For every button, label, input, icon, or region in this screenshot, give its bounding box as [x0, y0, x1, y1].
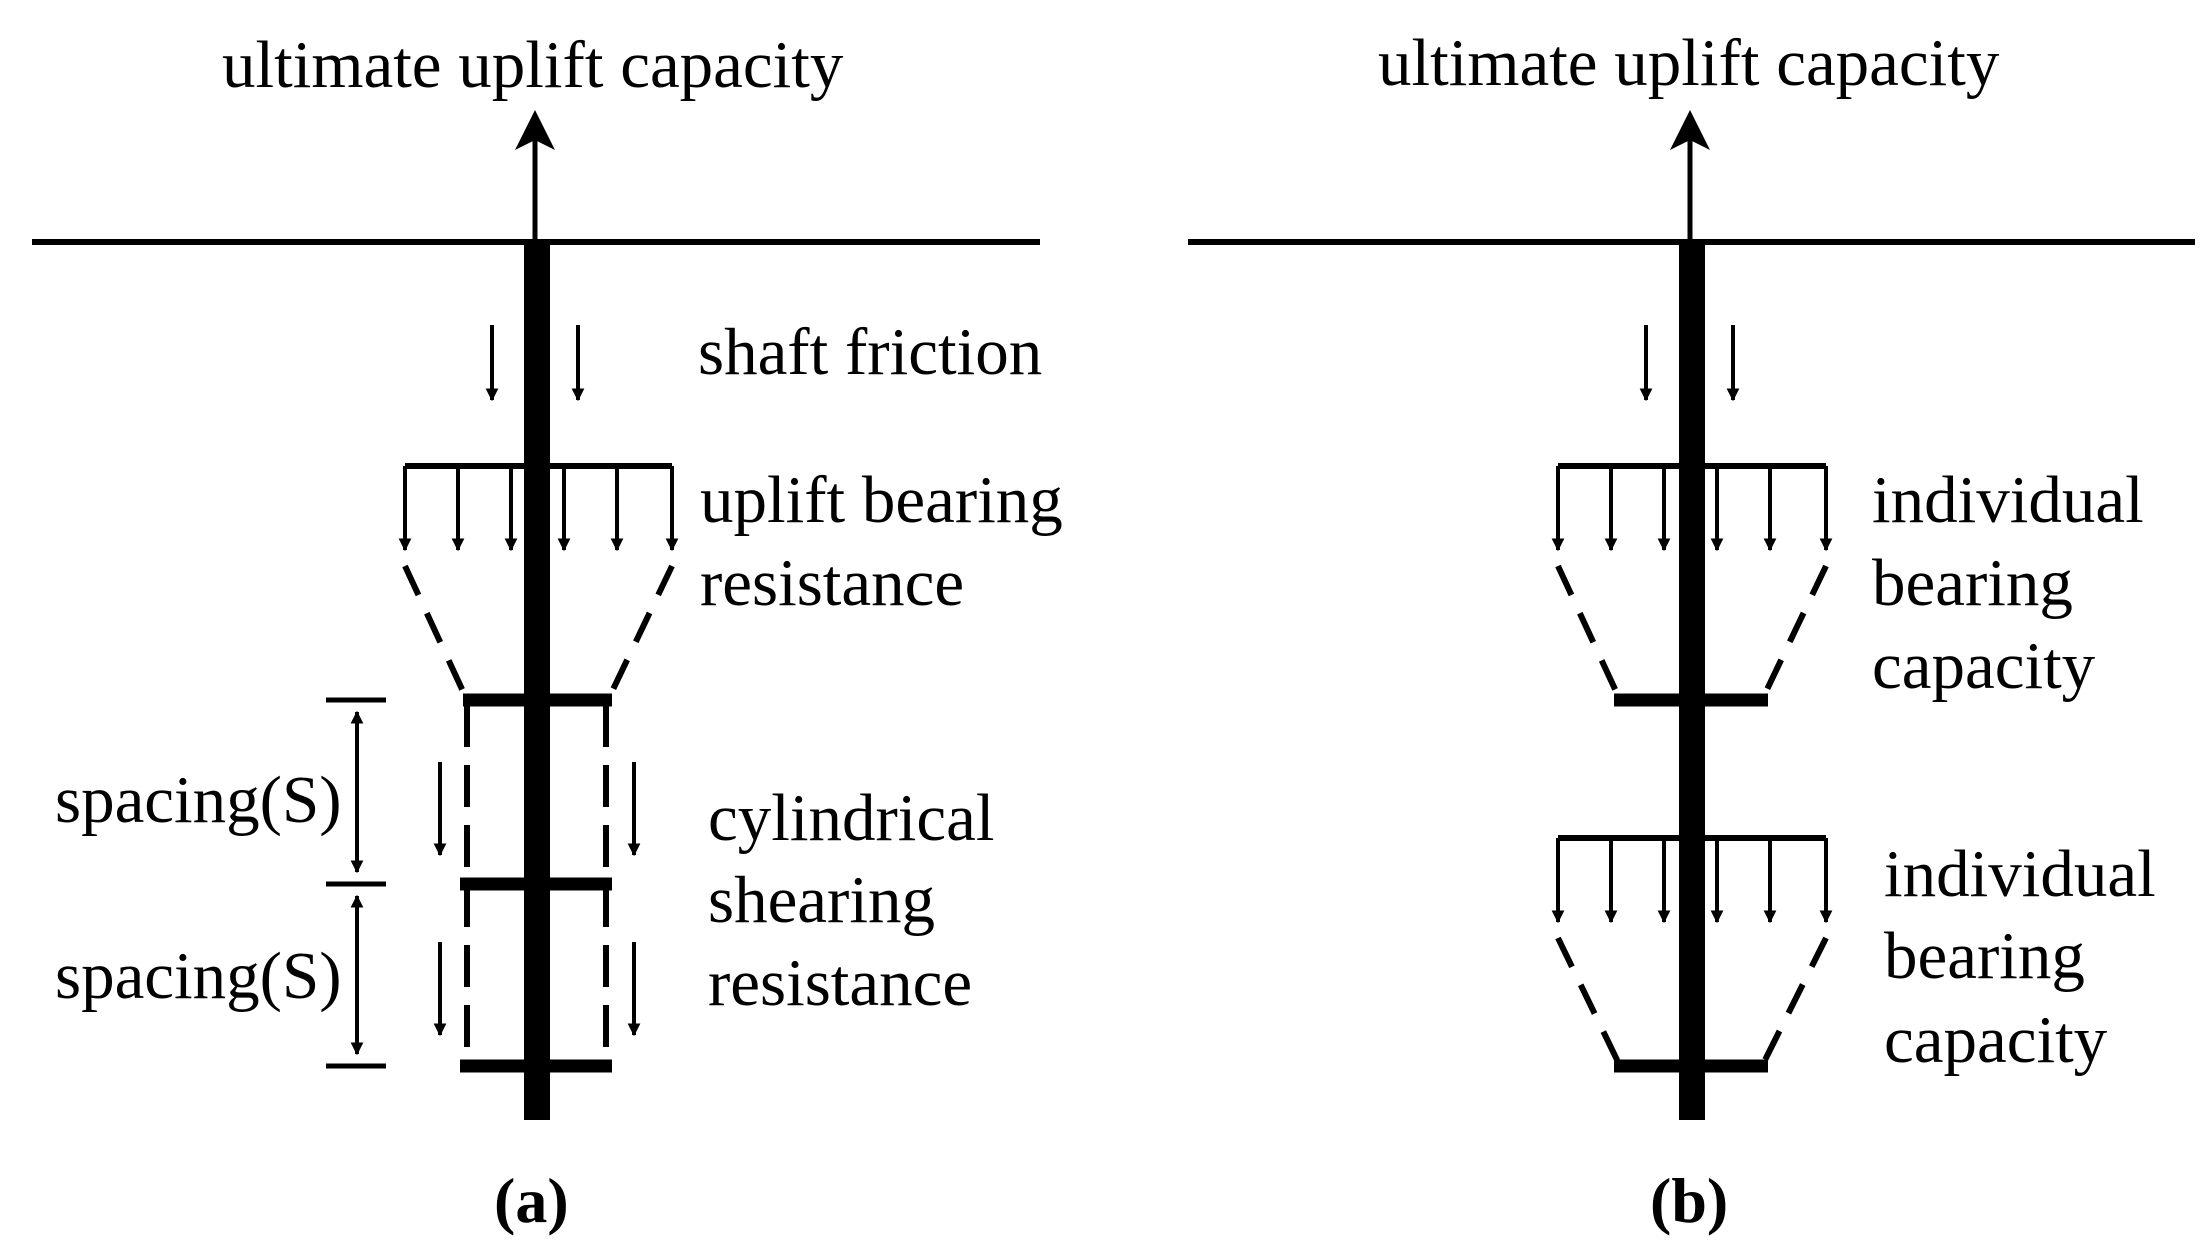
uplift-bearing-label-line1: uplift bearing	[700, 463, 1063, 537]
ultimate-uplift-capacity-label-b: ultimate uplift capacity	[1378, 26, 2000, 100]
shaft-friction-arrows-a	[485, 325, 585, 402]
lower-helix-load-b	[1551, 835, 1833, 924]
panel-a: ultimate uplift capacity shaft friction …	[32, 28, 1063, 1236]
shaft-friction-arrows-b	[1639, 325, 1740, 402]
upper-bearing-label-line2: bearing	[1872, 546, 2073, 620]
uplift-bearing-load-a	[398, 463, 679, 552]
spacing-label-lower: spacing(S)	[55, 939, 342, 1013]
upper-failure-cone-b	[1555, 564, 1829, 702]
shaft-friction-label: shaft friction	[698, 315, 1042, 389]
caption-a: (a)	[494, 1165, 569, 1236]
lower-bearing-label-line2: bearing	[1884, 919, 2085, 993]
cylindrical-label-line3: resistance	[708, 946, 972, 1020]
cylindrical-shear-arrows-a	[433, 762, 641, 1037]
spacing-label-upper: spacing(S)	[55, 763, 342, 837]
uplift-bearing-label-line2: resistance	[700, 546, 964, 620]
lower-failure-cone-b	[1555, 936, 1829, 1068]
failure-cone-a	[402, 564, 675, 702]
upper-helix-load-b	[1551, 463, 1833, 552]
lower-bearing-label-line3: capacity	[1884, 1003, 2108, 1077]
panel-b: ultimate uplift capacity individual bear…	[1188, 26, 2195, 1236]
cylindrical-label-line1: cylindrical	[708, 781, 994, 855]
uplift-arrowhead-b	[1670, 110, 1710, 150]
uplift-arrowhead-a	[515, 110, 555, 150]
lower-bearing-label-line1: individual	[1884, 837, 2156, 911]
caption-b: (b)	[1650, 1165, 1728, 1236]
upper-bearing-label-line3: capacity	[1872, 629, 2096, 703]
upper-bearing-label-line1: individual	[1872, 463, 2144, 537]
spacing-dimension-a	[326, 697, 386, 1069]
cylindrical-label-line2: shearing	[708, 863, 935, 937]
ultimate-uplift-capacity-label-a: ultimate uplift capacity	[222, 28, 844, 102]
